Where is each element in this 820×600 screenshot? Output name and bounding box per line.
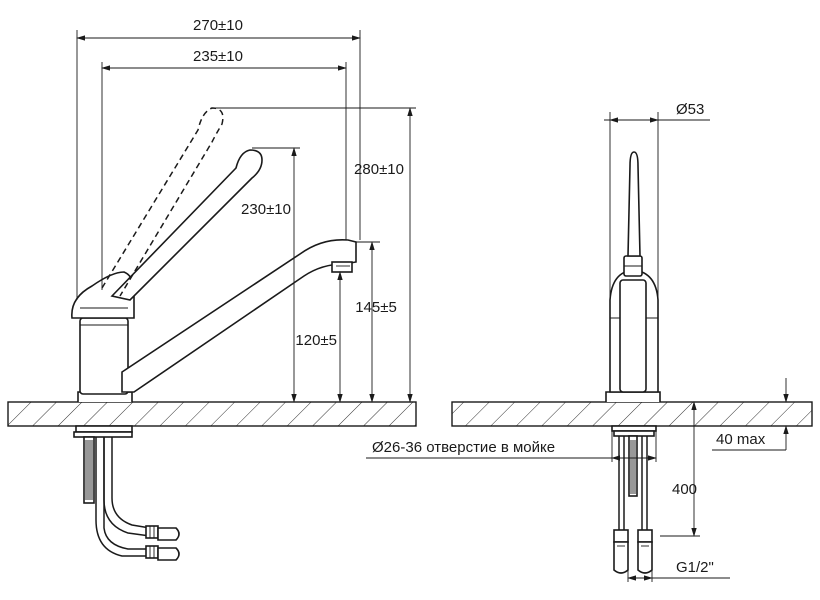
max-counter-thickness-label: 40 max bbox=[716, 431, 766, 448]
mounting-hardware-side bbox=[73, 425, 133, 504]
faucet-body-side bbox=[71, 271, 135, 402]
flexible-hoses-side bbox=[95, 437, 180, 561]
lever-handle bbox=[110, 149, 263, 301]
hose-thread-label: G1/2" bbox=[676, 559, 714, 576]
front-view: Ø53 Ø26-36 отверстие в мойке 40 max 400 … bbox=[366, 101, 813, 582]
sink-hole-label: Ø26-36 отверстие в мойке bbox=[372, 439, 555, 456]
mounting-hardware-front bbox=[611, 425, 657, 574]
hose-length-label: 400 bbox=[672, 481, 697, 498]
aerator-side bbox=[331, 261, 353, 273]
dimension-lines-front bbox=[366, 112, 789, 582]
spout-reach-label: 235±10 bbox=[193, 48, 243, 65]
overall-height-label: 280±10 bbox=[354, 161, 404, 178]
handle-height-label: 230±10 bbox=[241, 201, 291, 218]
body-diameter-label: Ø53 bbox=[676, 101, 704, 118]
lever-handle-alt-position bbox=[101, 107, 224, 297]
spout-outlet-height-label: 145±5 bbox=[355, 299, 397, 316]
dimension-lines-side bbox=[76, 30, 416, 403]
spout-side bbox=[121, 238, 357, 393]
spout-underside-height-label: 120±5 bbox=[295, 332, 337, 349]
overall-width-label: 270±10 bbox=[193, 17, 243, 34]
side-view: 270±10 235±10 280±10 230±10 145±5 120±5 bbox=[7, 17, 417, 561]
faucet-body-front bbox=[605, 151, 661, 402]
countertop-front bbox=[451, 401, 813, 427]
countertop-side bbox=[7, 401, 417, 427]
